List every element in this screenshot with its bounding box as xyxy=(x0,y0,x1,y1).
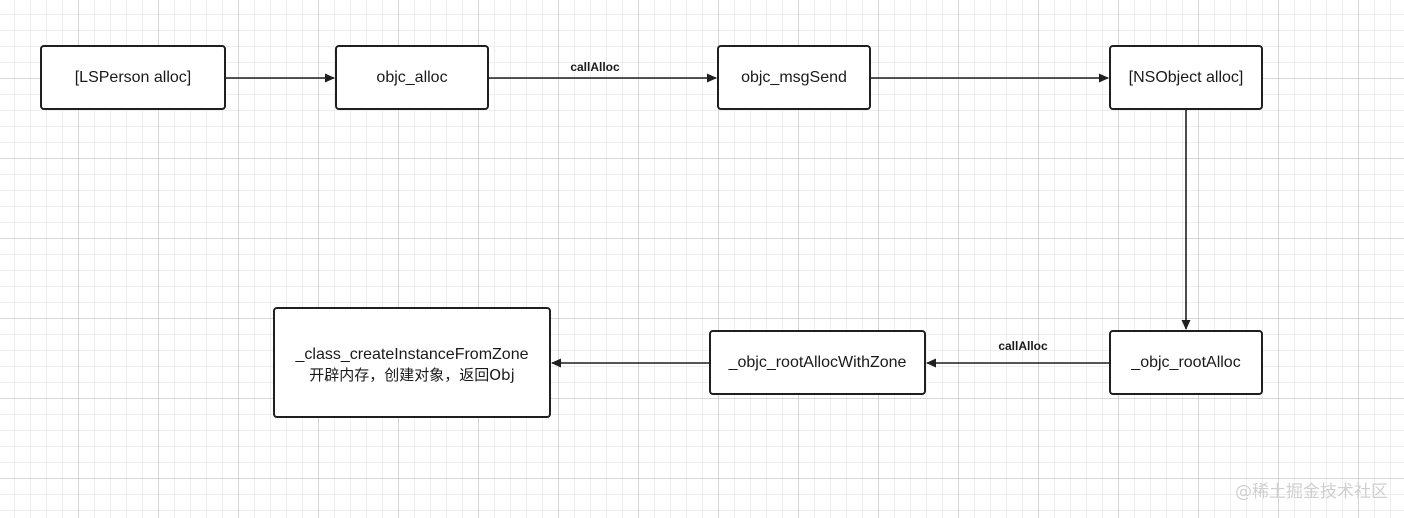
watermark: @稀土掘金技术社区 xyxy=(1235,482,1388,502)
node-objc-msgsend[interactable]: objc_msgSend xyxy=(717,45,871,110)
node-lsperson-alloc[interactable]: [LSPerson alloc] xyxy=(40,45,226,110)
node-class-createinstancefromzone-line2: 开辟内存，创建对象，返回Obj xyxy=(309,366,515,384)
node-objc-rootallocwithzone-label: _objc_rootAllocWithZone xyxy=(728,353,907,371)
node-objc-alloc-label: objc_alloc xyxy=(376,68,448,86)
node-class-createinstancefromzone-line1: _class_createInstanceFromZone xyxy=(295,346,529,363)
node-class-createinstancefromzone[interactable]: _class_createInstanceFromZone 开辟内存，创建对象，… xyxy=(273,307,551,418)
edge-label-callalloc-top: callAlloc xyxy=(570,60,620,74)
node-nsobject-alloc[interactable]: [NSObject alloc] xyxy=(1109,45,1263,110)
node-nsobject-alloc-label: [NSObject alloc] xyxy=(1128,68,1244,86)
node-objc-rootalloc[interactable]: _objc_rootAlloc xyxy=(1109,330,1263,395)
node-lsperson-alloc-label: [LSPerson alloc] xyxy=(74,68,192,86)
node-objc-rootallocwithzone[interactable]: _objc_rootAllocWithZone xyxy=(709,330,926,395)
node-objc-rootalloc-label: _objc_rootAlloc xyxy=(1131,353,1241,371)
edge-label-callalloc-bottom: callAlloc xyxy=(998,339,1048,353)
node-objc-alloc[interactable]: objc_alloc xyxy=(335,45,489,110)
node-objc-msgsend-label: objc_msgSend xyxy=(741,68,847,86)
